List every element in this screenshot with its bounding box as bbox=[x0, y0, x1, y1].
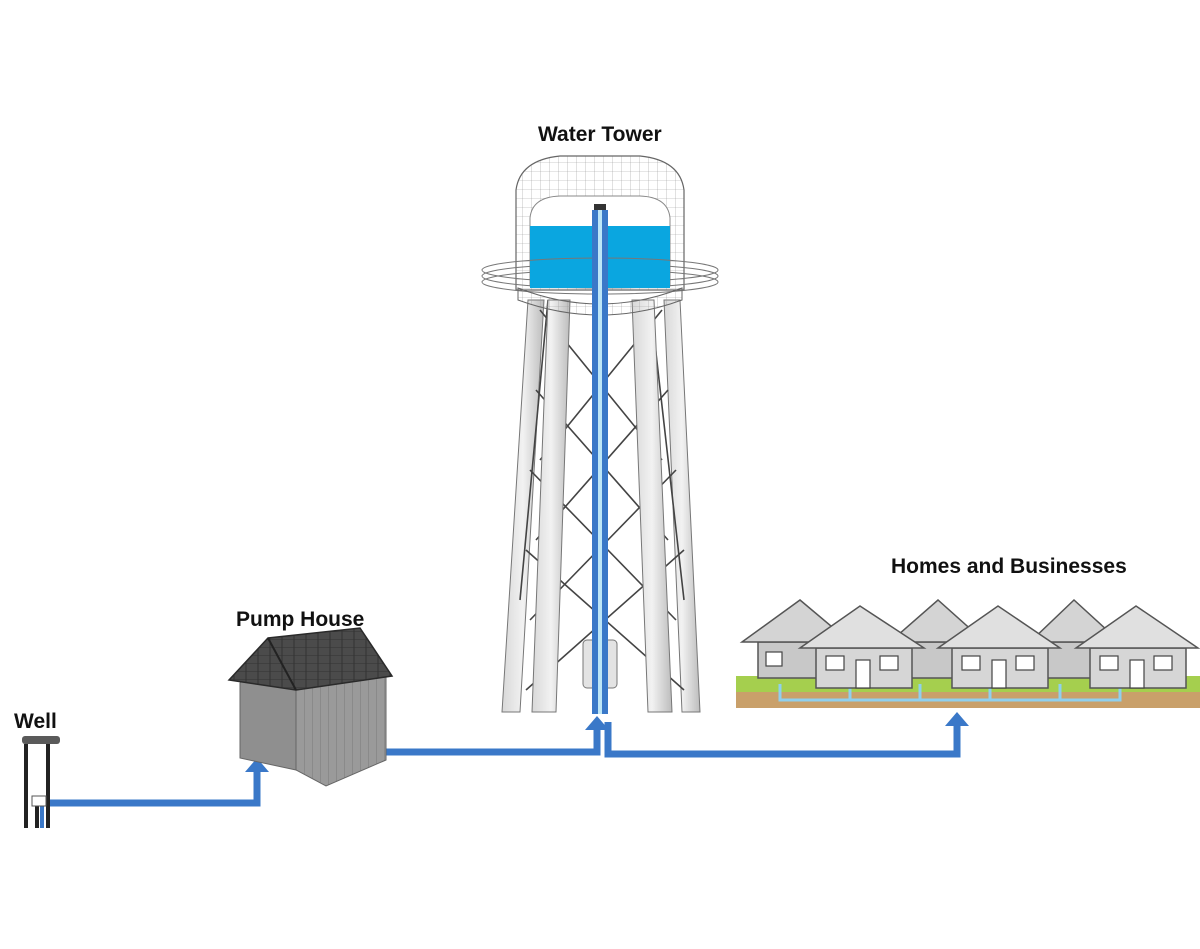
pump-house-label: Pump House bbox=[236, 608, 365, 631]
pipes bbox=[50, 722, 961, 807]
well-icon bbox=[22, 736, 60, 828]
homes-label: Homes and Businesses bbox=[891, 555, 1127, 578]
pipe-tower-to-homes bbox=[604, 722, 961, 758]
well-label: Well bbox=[14, 710, 57, 733]
water-tower-label: Water Tower bbox=[538, 123, 662, 146]
houses-icon bbox=[736, 598, 1200, 708]
water-tower-icon bbox=[481, 155, 719, 714]
pump-house-icon bbox=[227, 627, 394, 787]
flow-arrow-icon bbox=[245, 712, 969, 772]
pipe-well-to-pump bbox=[50, 770, 261, 807]
pipe-pump-to-tower bbox=[386, 728, 601, 756]
